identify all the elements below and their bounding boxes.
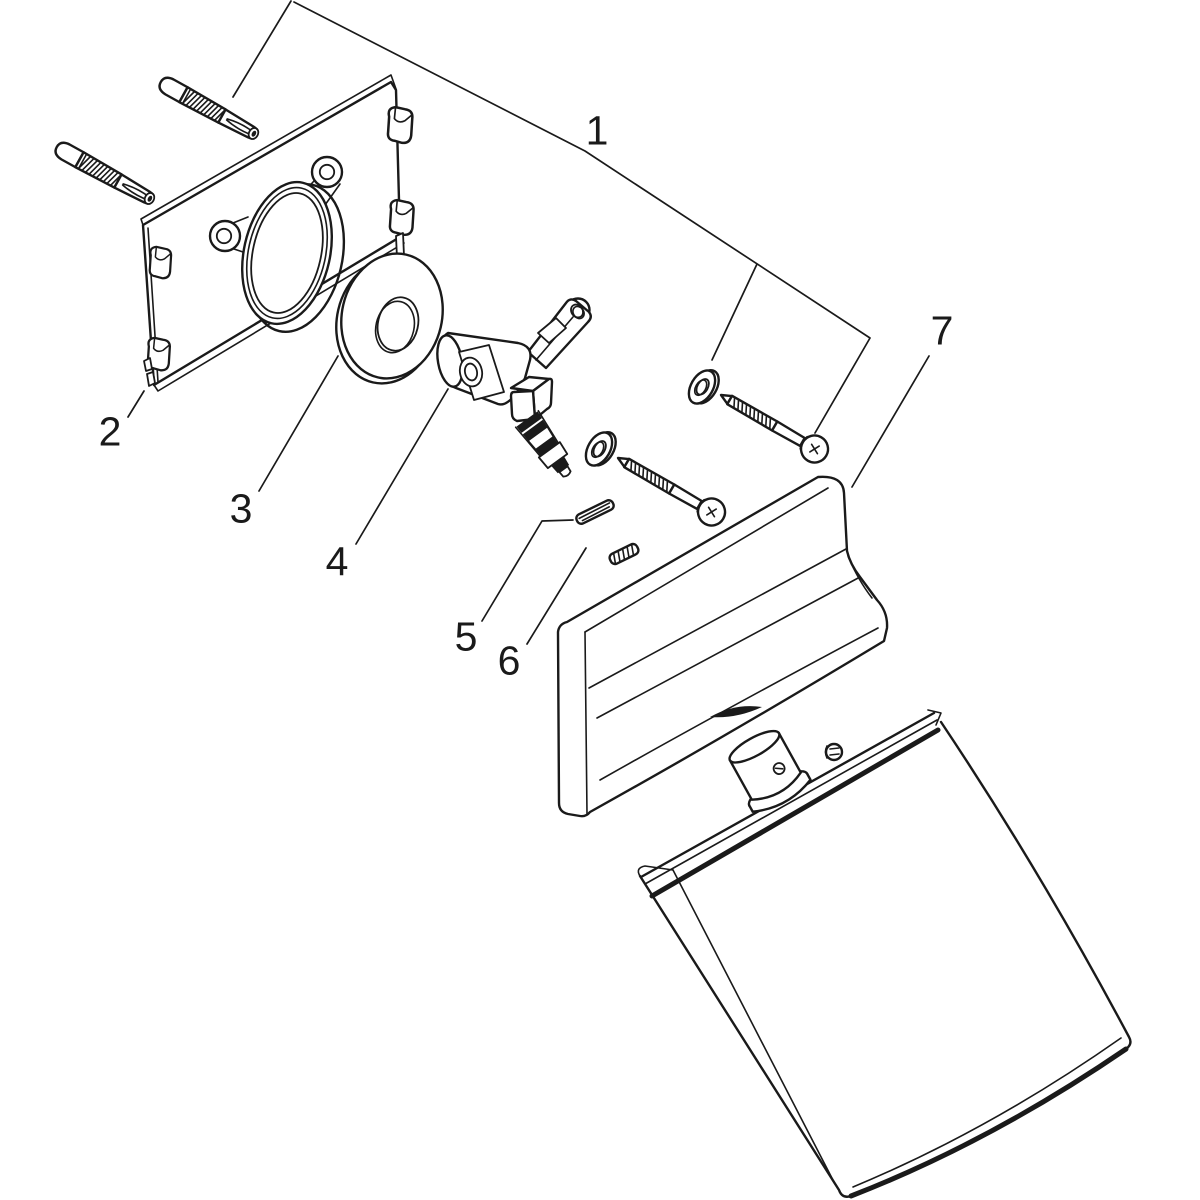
leader-1 [232, 0, 871, 434]
knob [728, 729, 812, 813]
plate-clip [386, 105, 414, 145]
wall-anchor-left [51, 138, 159, 210]
callout-label-1: 1 [585, 107, 609, 154]
container-bin [637, 709, 1132, 1199]
mounting-screw-upper [713, 382, 835, 469]
plate-clip [148, 245, 173, 280]
leader-2 [127, 390, 145, 418]
leader-7 [851, 355, 930, 488]
mounting-screw-lower [610, 445, 732, 532]
callout-label-2: 2 [98, 408, 122, 455]
wall-anchor-top [155, 73, 263, 145]
threaded-pin [608, 542, 640, 566]
plate-clip [388, 198, 415, 237]
leader-5 [481, 519, 574, 622]
callout-label-6: 6 [497, 637, 521, 684]
bracket-slot [710, 706, 762, 718]
slotted-pin [575, 499, 615, 525]
leader-1-branch [711, 263, 758, 361]
escutcheon [335, 252, 444, 385]
leader-4 [355, 388, 449, 545]
threaded-stem [514, 409, 572, 478]
set-screw [824, 742, 844, 762]
washer-lower [579, 424, 623, 473]
pivot-holder [436, 297, 592, 478]
leader-lines [127, 0, 930, 645]
leader-6 [526, 547, 587, 645]
washer-upper [682, 362, 726, 411]
gasket-ring [208, 155, 344, 326]
callout-label-7: 7 [930, 307, 954, 354]
callout-label-3: 3 [229, 485, 253, 532]
wall-bracket [556, 475, 889, 818]
leader-3 [258, 355, 339, 492]
callout-label-4: 4 [325, 538, 349, 585]
callout-label-5: 5 [454, 613, 478, 660]
